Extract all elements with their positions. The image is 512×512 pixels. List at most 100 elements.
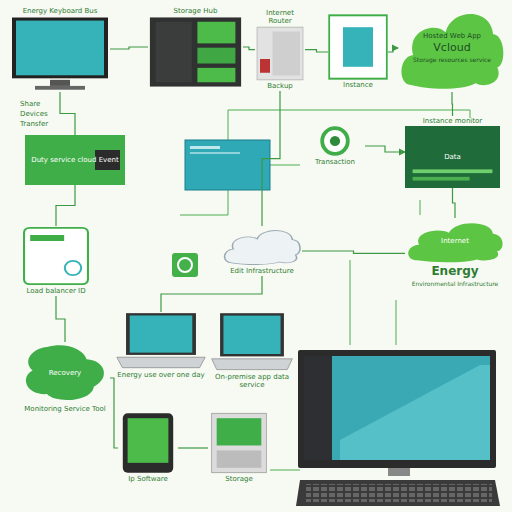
connector <box>302 251 405 253</box>
node-inner: Hosted Web AppVcloudStorage resources se… <box>398 4 506 92</box>
node-greenbox: Instance <box>328 14 388 90</box>
greenbox-shape <box>328 14 388 80</box>
device2-shape <box>208 412 270 474</box>
node-picture <box>305 125 365 157</box>
connector <box>110 47 148 49</box>
darkdev-shape <box>148 16 243 88</box>
node-text: On-premise app data service <box>210 372 294 390</box>
connector <box>262 91 280 226</box>
node-device2: Storage <box>208 412 270 484</box>
node-inner: Data <box>405 126 500 188</box>
node-inner <box>22 226 90 286</box>
node-picture: Data <box>405 126 500 188</box>
node-picture <box>222 226 302 266</box>
node-tablet: Ip Software <box>118 412 178 484</box>
connector <box>243 47 255 50</box>
node-cloud: Hosted Web AppVcloudStorage resources se… <box>398 4 506 92</box>
node-monitor: Energy Keyboard Bus <box>10 6 110 92</box>
node-text: Instance <box>328 80 388 90</box>
connector <box>110 378 118 448</box>
laptop-shape <box>210 312 294 372</box>
connector <box>161 276 262 312</box>
node-text: Load balancer ID <box>22 286 90 296</box>
green-icon <box>172 253 198 277</box>
keyboard <box>296 480 500 506</box>
cloudgrey-shape <box>222 226 302 266</box>
node-picture: Internet <box>405 218 505 264</box>
card-shape <box>22 226 90 286</box>
connector <box>305 50 328 52</box>
node-text: Vcloud <box>431 41 472 56</box>
node-picture <box>148 16 243 88</box>
node-text: Energy Keyboard Bus <box>10 6 110 16</box>
tablet-shape <box>118 412 178 474</box>
node-text: Hosted Web App <box>421 31 483 41</box>
node-text: Data <box>442 152 463 162</box>
node-picture <box>22 226 90 286</box>
node-inner <box>118 412 178 474</box>
node-card: Load balancer ID <box>22 226 90 296</box>
big-monitor <box>298 350 496 476</box>
connector <box>388 48 398 52</box>
node-text: Storage <box>208 474 270 484</box>
connector <box>178 447 208 448</box>
node-text: Recovery <box>47 368 83 378</box>
node-inner <box>208 412 270 474</box>
node-text: Monitoring Service Tool <box>20 404 110 414</box>
node-text: Edit Infrastructure <box>222 266 302 276</box>
node-inner: Recovery <box>20 342 110 404</box>
circle-shape <box>305 125 365 157</box>
node-text: Internet <box>439 236 471 246</box>
connector <box>56 296 65 342</box>
node-picture <box>255 26 305 81</box>
node-text: Duty service cloud Event <box>29 155 120 165</box>
node-circle: Transaction <box>305 125 365 167</box>
connector <box>60 92 75 135</box>
node-text: Instance monitor <box>405 116 500 126</box>
node-picture <box>210 312 294 372</box>
node-blob: RecoveryMonitoring Service Tool <box>20 342 110 414</box>
node-inner <box>10 16 110 92</box>
node-inner <box>222 226 302 266</box>
node-inner: Internet <box>405 218 505 264</box>
node-inner <box>115 312 207 370</box>
node-greenrect: Duty service cloud Event <box>25 135 125 185</box>
node-device: Internet RouterBackup <box>255 8 305 91</box>
node-picture: Hosted Web AppVcloudStorage resources se… <box>398 4 506 92</box>
node-inner <box>148 16 243 88</box>
node-text: Energy use over one day <box>115 370 207 380</box>
connector <box>365 146 405 152</box>
node-inner <box>305 125 365 157</box>
node-inner <box>255 26 305 81</box>
monitor-shape <box>10 16 110 92</box>
node-picture <box>10 16 110 92</box>
node-picture: Duty service cloud Event <box>25 135 125 185</box>
node-laptop: Energy use over one day <box>115 312 207 380</box>
node-cloud: InternetEnergyEnvironmental Infrastructu… <box>405 218 505 289</box>
node-text: Energy <box>405 264 505 280</box>
side-label: Share <box>20 100 40 108</box>
node-inner: Duty service cloud Event <box>25 135 125 185</box>
node-picture <box>208 412 270 474</box>
node-cloudgrey: Edit Infrastructure <box>222 226 302 276</box>
node-text: Transaction <box>305 157 365 167</box>
node-text: Environmental Infrastructure <box>405 280 505 289</box>
node-darkgreen: Instance monitorData <box>405 116 500 188</box>
node-inner <box>210 312 294 372</box>
node-text: Internet Router <box>255 8 305 26</box>
connector <box>451 92 453 116</box>
connector <box>56 185 75 226</box>
connector <box>453 188 456 218</box>
node-inner <box>328 14 388 80</box>
device-shape <box>255 26 305 81</box>
node-darkdev: Storage Hub <box>148 6 243 88</box>
side-label: Transfer <box>20 120 48 128</box>
node-text: Ip Software <box>118 474 178 484</box>
laptop-shape <box>115 312 207 370</box>
node-text: Backup <box>255 81 305 91</box>
node-picture <box>118 412 178 474</box>
teal-panel <box>185 140 270 190</box>
node-laptop: On-premise app data service <box>210 312 294 390</box>
node-picture: Recovery <box>20 342 110 404</box>
node-picture <box>115 312 207 370</box>
